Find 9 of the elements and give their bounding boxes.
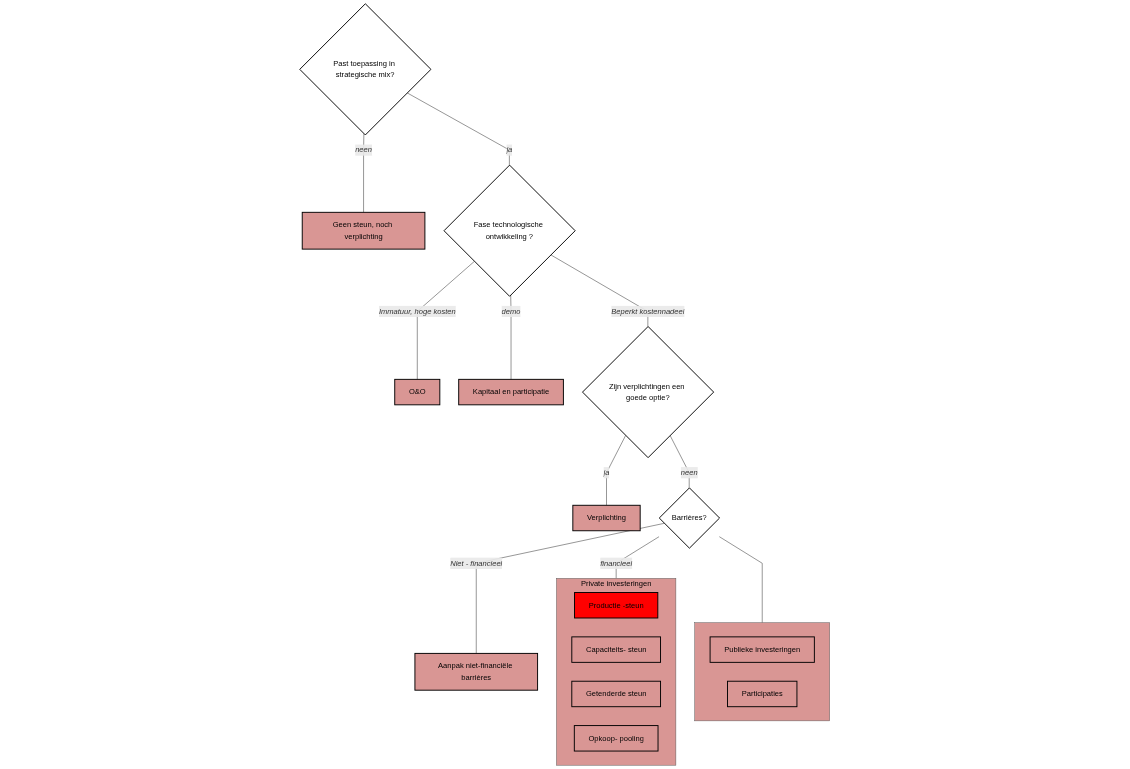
connector — [363, 133, 365, 213]
connector — [510, 294, 512, 380]
connector — [476, 523, 665, 654]
cluster — [694, 622, 831, 722]
connector — [407, 92, 510, 166]
connector — [606, 435, 627, 506]
connector — [417, 261, 475, 380]
connector — [719, 536, 763, 624]
connector — [670, 435, 690, 489]
